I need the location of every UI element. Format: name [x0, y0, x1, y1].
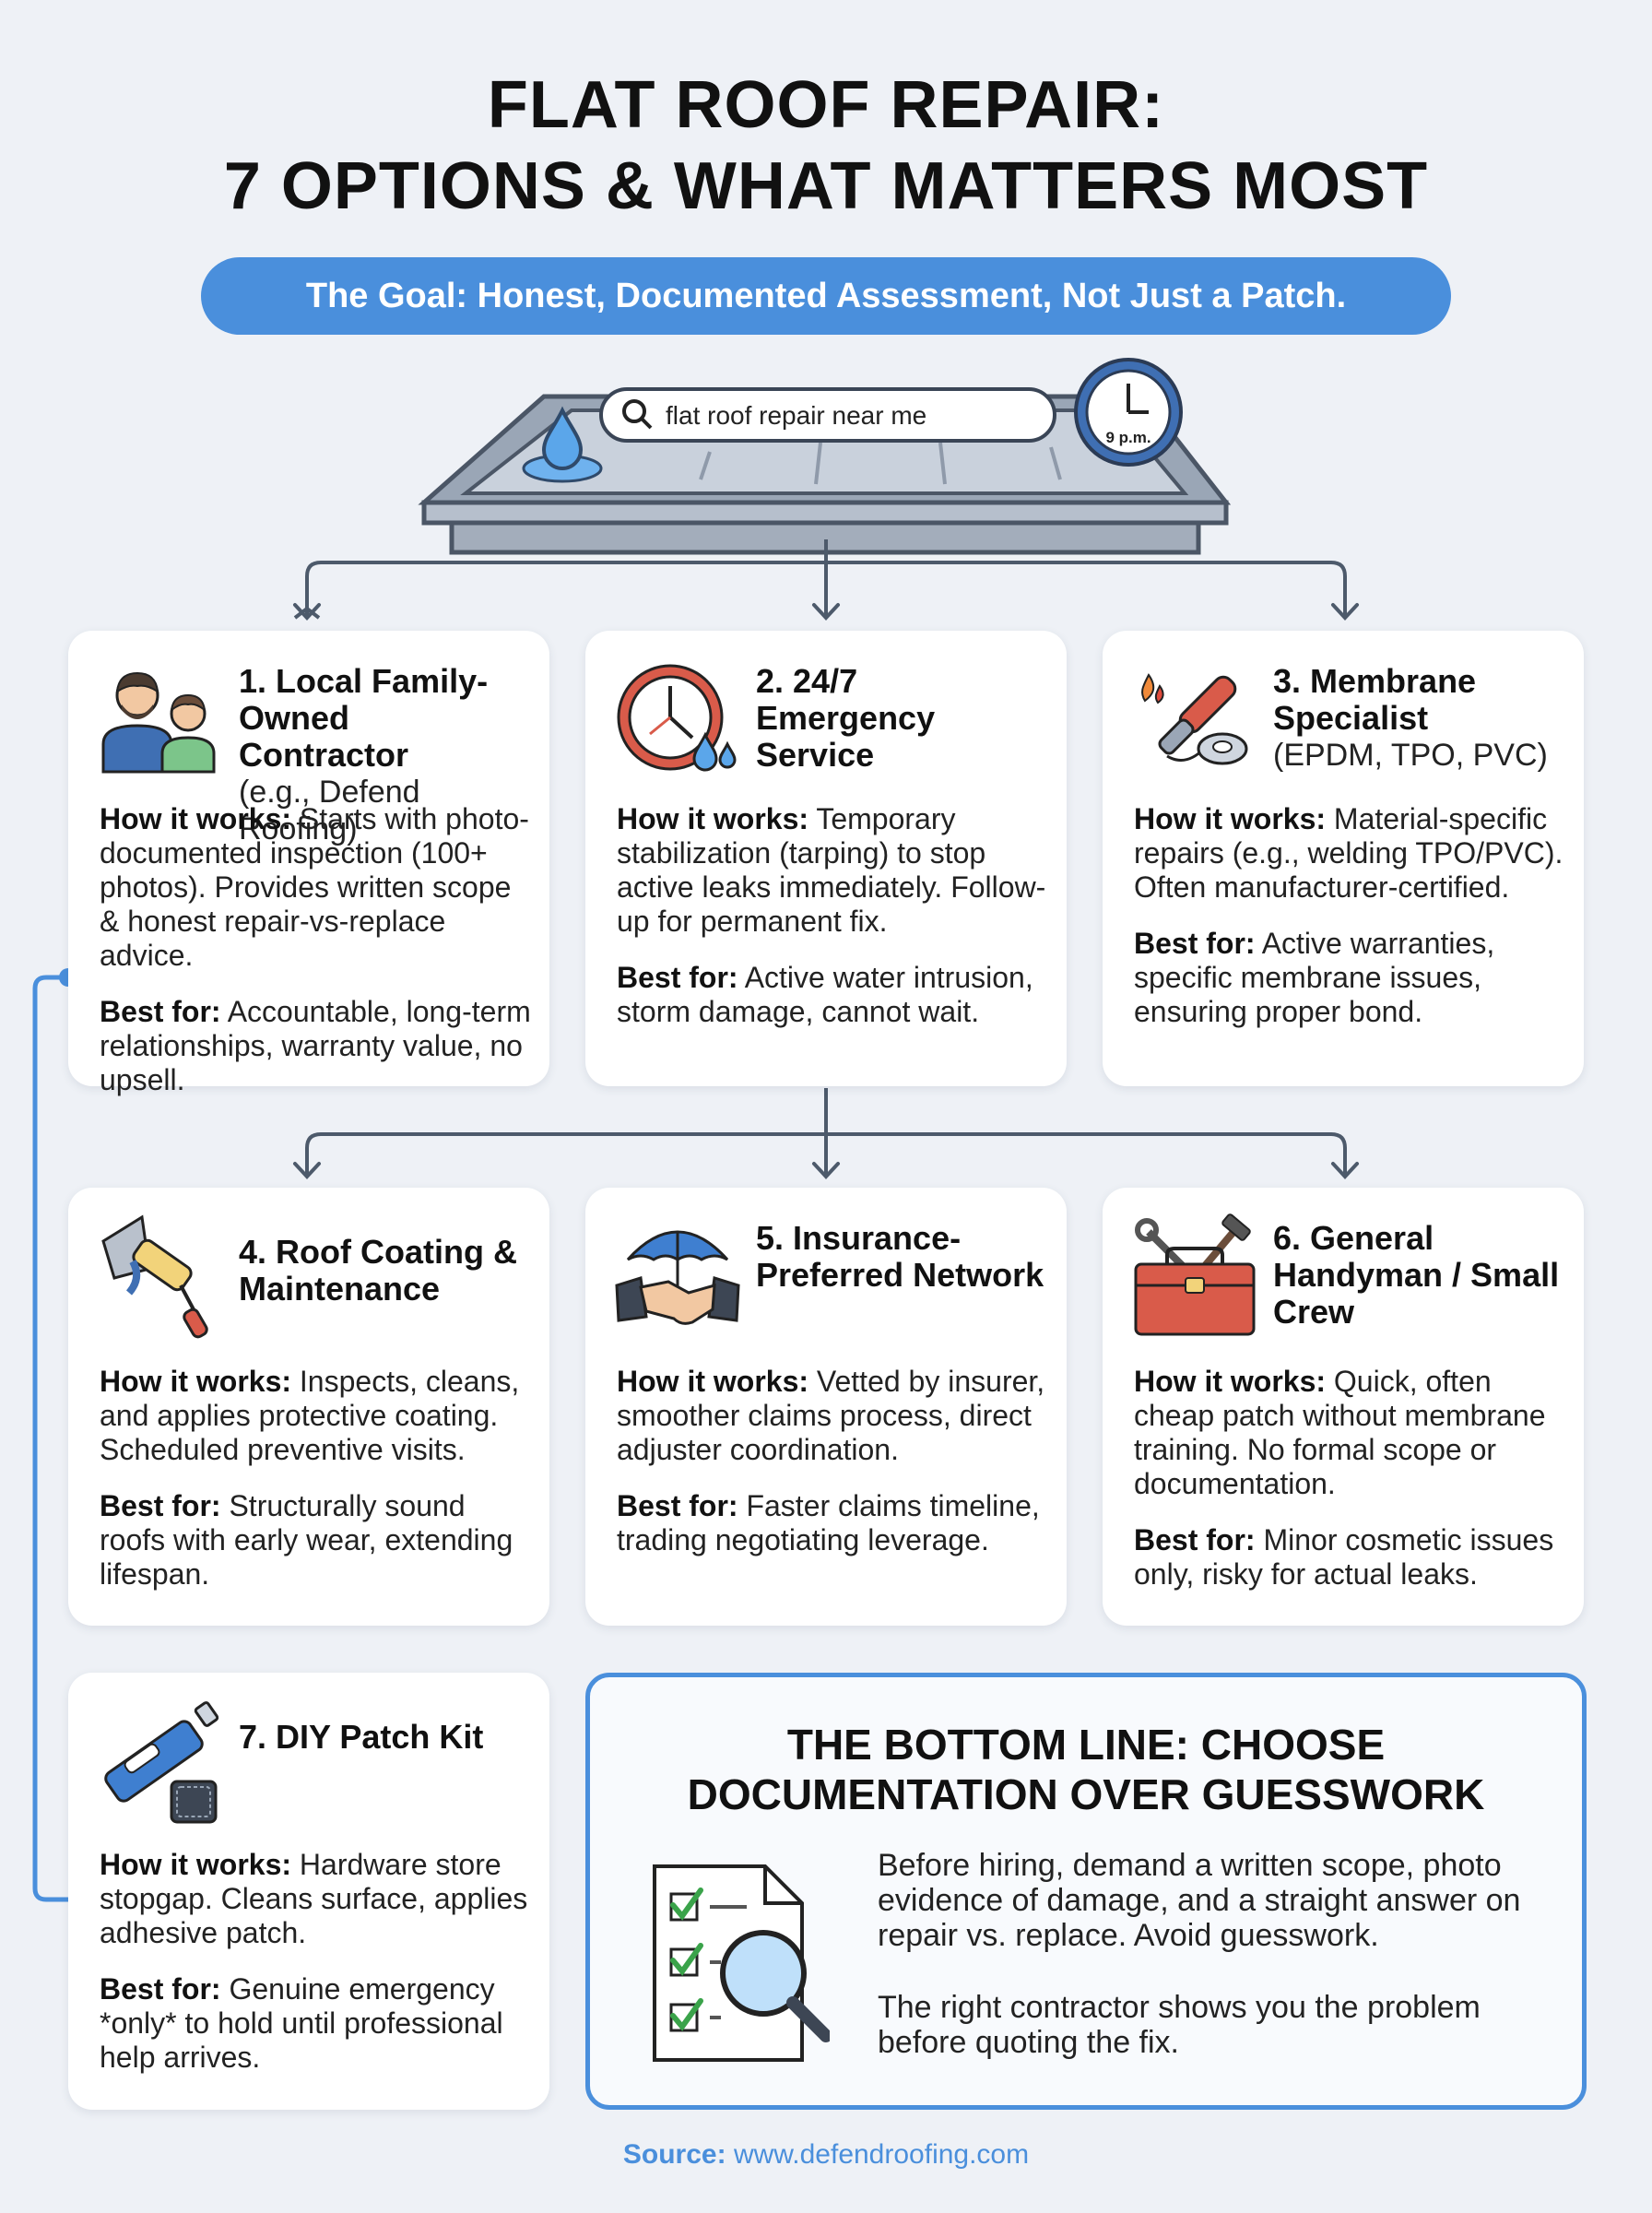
toolbox-icon	[1134, 1213, 1256, 1336]
option-7-best: Genuine emergency *only* to hold until p…	[100, 1972, 503, 2074]
option-card-6: 6. General Handyman / Small Crew How it …	[1103, 1188, 1584, 1626]
option-2-how: Temporary stabilization (tarping) to sto…	[617, 802, 1046, 938]
option-7-how: Hardware store stopgap. Cleans surface, …	[100, 1848, 528, 1949]
title-line-1: FLAT ROOF REPAIR:	[487, 68, 1165, 142]
option-1-best-label: Best for:	[100, 995, 221, 1028]
umbrella-handshake-icon	[615, 1230, 740, 1325]
option-2-how-label: How it works:	[617, 802, 809, 835]
bottom-line-heading: THE BOTTOM LINE: CHOOSE DOCUMENTATION OV…	[590, 1720, 1582, 1819]
checklist-magnifier-icon	[653, 1864, 830, 2062]
option-4-title: 4. Roof Coating & Maintenance	[239, 1233, 517, 1308]
option-5-best: Faster claims timeline, trading negotiat…	[617, 1489, 1040, 1556]
option-card-4: 4. Roof Coating & Maintenance How it wor…	[68, 1188, 549, 1626]
patch-tube-icon	[104, 1701, 219, 1824]
option-2-best: Active water intrusion, storm damage, ca…	[617, 961, 1033, 1028]
option-card-3: 3. Membrane Specialist (EPDM, TPO, PVC) …	[1103, 631, 1584, 1086]
option-6-best-label: Best for:	[1134, 1523, 1256, 1556]
option-3-header: 3. Membrane Specialist (EPDM, TPO, PVC)	[1273, 663, 1562, 774]
option-6-header: 6. General Handyman / Small Crew	[1273, 1220, 1562, 1331]
option-3-how-label: How it works:	[1134, 802, 1327, 835]
option-5-body: How it works: Vetted by insurer, smoothe…	[617, 1365, 1048, 1557]
option-3-title: 3. Membrane Specialist	[1273, 662, 1477, 737]
option-3-best: Active warranties, specific membrane iss…	[1134, 927, 1495, 1028]
option-1-best: Accountable, long-term relationships, wa…	[100, 995, 531, 1096]
option-card-1: 1. Local Family-Owned Contractor (e.g., …	[68, 631, 549, 1096]
search-query: flat roof repair near me	[666, 401, 926, 430]
flat-roof-illustration: flat roof repair near me 9 p.m.	[418, 358, 1232, 555]
option-3-best-label: Best for:	[1134, 927, 1256, 960]
clock-label: 9 p.m.	[1105, 429, 1150, 446]
welding-torch-icon	[1141, 673, 1248, 765]
title-line-2: 7 OPTIONS & WHAT MATTERS MOST	[223, 149, 1429, 223]
option-1-header: 1. Local Family-Owned Contractor (e.g., …	[239, 663, 527, 847]
option-5-how-label: How it works:	[617, 1365, 809, 1398]
search-bar[interactable]	[599, 387, 1056, 443]
option-5-header: 5. Insurance-Preferred Network	[756, 1220, 1044, 1294]
option-3-body: How it works: Material-specific repairs …	[1134, 802, 1565, 1029]
water-drop-icon	[522, 406, 603, 483]
option-7-title: 7. DIY Patch Kit	[239, 1718, 484, 1756]
option-1-title: 1. Local Family-Owned Contractor	[239, 662, 489, 774]
option-5-best-label: Best for:	[617, 1489, 738, 1522]
option-card-5: 5. Insurance-Preferred Network How it wo…	[585, 1188, 1067, 1626]
goal-banner: The Goal: Honest, Documented Assessment,…	[201, 257, 1451, 335]
option-7-body: How it works: Hardware store stopgap. Cl…	[100, 1848, 531, 2075]
option-6-body: How it works: Quick, often cheap patch w…	[1134, 1365, 1565, 1592]
option-1-body: How it works: Starts with photo-document…	[100, 802, 531, 1097]
bottom-line-heading-1: THE BOTTOM LINE: CHOOSE	[786, 1721, 1386, 1769]
search-icon	[622, 399, 653, 430]
option-2-title: 2. 24/7 Emergency Service	[756, 662, 936, 774]
bottom-line-paragraph-2: The right contractor shows you the probl…	[878, 1990, 1481, 2060]
bottom-line-text: Before hiring, demand a written scope, p…	[878, 1848, 1545, 2060]
option-4-how: Inspects, cleans, and applies protective…	[100, 1365, 520, 1466]
option-4-body: How it works: Inspects, cleans, and appl…	[100, 1365, 531, 1592]
page-title: FLAT ROOF REPAIR: 7 OPTIONS & WHAT MATTE…	[0, 65, 1652, 227]
family-icon	[101, 671, 216, 774]
option-1-how-label: How it works:	[100, 802, 292, 835]
option-4-best-label: Best for:	[100, 1489, 221, 1522]
bottom-line-panel: THE BOTTOM LINE: CHOOSE DOCUMENTATION OV…	[585, 1673, 1587, 2110]
source-footer: Source: www.defendroofing.com	[0, 2139, 1652, 2171]
clock-icon	[1074, 358, 1183, 467]
option-4-best: Structurally sound roofs with early wear…	[100, 1489, 513, 1591]
option-6-best: Minor cosmetic issues only, risky for ac…	[1134, 1523, 1554, 1591]
option-2-body: How it works: Temporary stabilization (t…	[617, 802, 1048, 1029]
option-1-how: Starts with photo-documented inspection …	[100, 802, 529, 972]
option-card-2: 2. 24/7 Emergency Service How it works: …	[585, 631, 1067, 1086]
source-link[interactable]: www.defendroofing.com	[733, 2139, 1030, 2170]
option-7-header: 7. DIY Patch Kit	[239, 1719, 527, 1756]
bottom-line-heading-2: DOCUMENTATION OVER GUESSWORK	[687, 1770, 1485, 1818]
option-2-header: 2. 24/7 Emergency Service	[756, 663, 1044, 774]
option-6-title: 6. General Handyman / Small Crew	[1273, 1219, 1560, 1331]
option-4-how-label: How it works:	[100, 1365, 292, 1398]
option-6-how-label: How it works:	[1134, 1365, 1327, 1398]
option-3-subtitle: (EPDM, TPO, PVC)	[1273, 738, 1548, 773]
option-7-best-label: Best for:	[100, 1972, 221, 2006]
option-7-how-label: How it works:	[100, 1848, 292, 1881]
bottom-line-paragraph-1: Before hiring, demand a written scope, p…	[878, 1848, 1521, 1953]
option-6-how: Quick, often cheap patch without membran…	[1134, 1365, 1546, 1500]
option-card-7: 7. DIY Patch Kit How it works: Hardware …	[68, 1673, 549, 2110]
option-4-header: 4. Roof Coating & Maintenance	[239, 1234, 527, 1308]
option-3-how: Material-specific repairs (e.g., welding…	[1134, 802, 1564, 904]
source-label: Source:	[622, 2139, 726, 2170]
paint-roller-icon	[101, 1214, 208, 1339]
option-5-how: Vetted by insurer, smoother claims proce…	[617, 1365, 1045, 1466]
clock-drops-icon	[617, 664, 737, 772]
option-5-title: 5. Insurance-Preferred Network	[756, 1219, 1044, 1294]
option-1-subtitle: (e.g., Defend Roofing)	[239, 775, 420, 846]
option-2-best-label: Best for:	[617, 961, 738, 994]
